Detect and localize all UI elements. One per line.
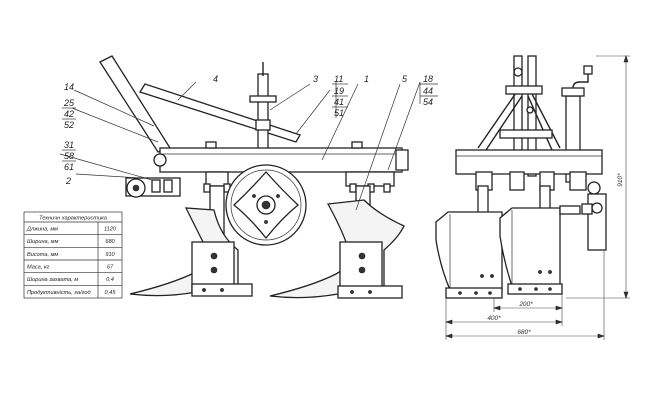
top-link: [139, 83, 301, 143]
front-right-body: [499, 185, 581, 295]
callout-3: 3: [313, 74, 318, 84]
rear-plough-body: [269, 199, 405, 299]
front-view: 910* 200* 400* 680*: [435, 55, 630, 340]
mast: [257, 73, 269, 155]
hitch-arm: [99, 55, 171, 153]
callout-41: 41: [334, 97, 344, 107]
spec-row-value: 680: [105, 239, 115, 245]
spec-row-name: Ширина, мм: [27, 239, 59, 245]
callout-18: 18: [423, 74, 433, 84]
callout-4: 4: [213, 74, 218, 84]
spec-table: Техничн характеристика Длжина, мм 1120 Ш…: [23, 211, 123, 299]
callout-14: 14: [64, 82, 74, 92]
callout-54: 54: [423, 97, 433, 107]
spec-row-name: Длжина, мм: [26, 227, 58, 233]
spec-row-value: 0,4: [106, 277, 114, 283]
callout-61: 61: [64, 162, 74, 172]
dimension-width-200: 200*: [518, 301, 533, 308]
callout-1: 1: [364, 74, 369, 84]
beam-clamps: [203, 141, 395, 193]
callout-31: 31: [64, 140, 74, 150]
dimension-width-400: 400*: [487, 315, 501, 322]
depth-wheel: [225, 164, 307, 246]
callout-58: 58: [64, 151, 74, 161]
front-plough-body: [129, 207, 253, 297]
spec-row-name: Ширина захвата, м: [27, 277, 78, 283]
spec-row-name: Маса, кг: [27, 265, 49, 271]
dimension-lines: [445, 55, 630, 340]
spec-row-value: 1120: [104, 227, 117, 233]
front-left-body: [435, 185, 503, 299]
side-view: 14 25 42 52 31 58 61 2 4 3 11 19 41 51 1…: [23, 55, 438, 299]
callout-5: 5: [402, 74, 408, 84]
dimension-height: 910*: [617, 173, 624, 187]
spec-row-value: 910: [105, 252, 115, 258]
front-linkage: [477, 55, 561, 177]
callout-52: 52: [64, 120, 74, 130]
spec-table-title: Техничн характеристика: [39, 216, 107, 222]
spec-row-value: 0,45: [105, 290, 117, 296]
callout-51: 51: [334, 108, 344, 118]
front-crossbeam: [455, 149, 603, 175]
callout-44: 44: [423, 86, 433, 96]
callout-11: 11: [334, 74, 343, 84]
callout-42: 42: [64, 109, 74, 119]
callout-25: 25: [63, 98, 75, 108]
spec-row-name: Висота, мм: [27, 252, 58, 258]
callout-19: 19: [334, 86, 344, 96]
spec-row-value: 67: [107, 265, 114, 271]
spec-row-name: Продуктивність, га/год: [27, 290, 91, 296]
leader-lines: [59, 81, 421, 211]
callout-2: 2: [65, 176, 71, 186]
dimension-width-680: 680*: [517, 329, 531, 336]
